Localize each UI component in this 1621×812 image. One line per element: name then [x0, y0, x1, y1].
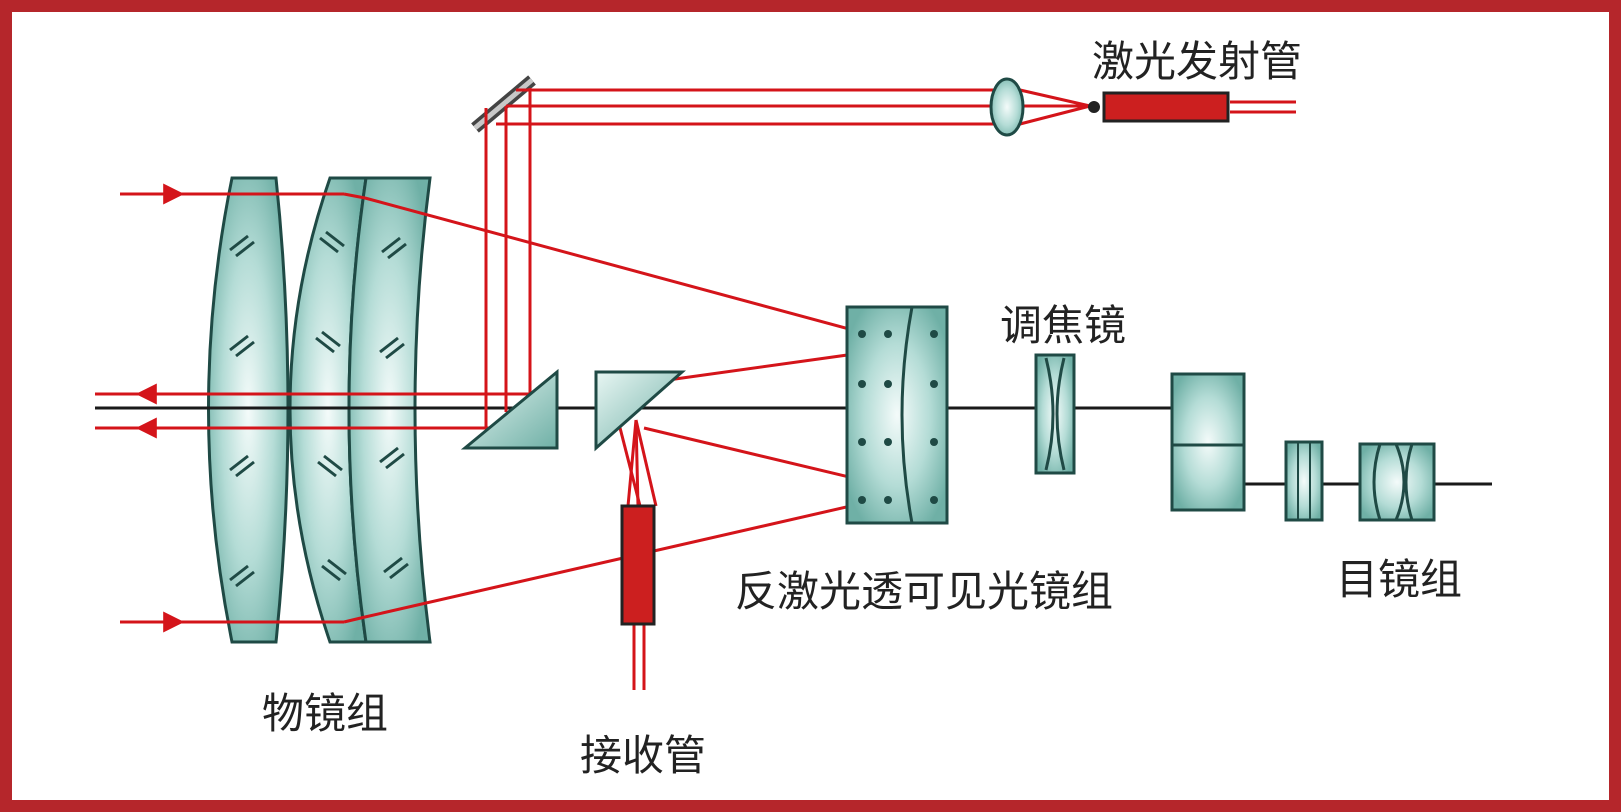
label-receiver-tube: 接收管	[580, 731, 706, 780]
receiver-prism	[594, 370, 686, 452]
erecting-prism	[1170, 372, 1246, 512]
eyepiece-lens-group	[1284, 440, 1436, 522]
label-objective-group: 物镜组	[262, 689, 388, 738]
label-eyepiece-group: 目镜组	[1336, 555, 1462, 604]
dichroic-lens-group	[845, 305, 949, 525]
emitter-collimating-lens	[989, 77, 1025, 137]
objective-lens-1	[207, 176, 290, 644]
glass-hatch-marks	[229, 230, 409, 588]
receiver-tube	[620, 504, 656, 626]
label-laser-emitter: 激光发射管	[1092, 37, 1302, 86]
beam-splitter-prism	[460, 368, 559, 450]
focusing-lens	[1034, 353, 1076, 475]
objective-lens-3	[347, 176, 432, 644]
label-focusing-lens: 调焦镜	[1000, 301, 1126, 350]
fold-mirror	[471, 75, 536, 133]
label-dichroic-group: 反激光透可见光镜组	[735, 567, 1113, 616]
laser-emitter	[1088, 91, 1230, 123]
objective-lens-group	[207, 176, 432, 644]
ray-arrows	[120, 183, 200, 633]
